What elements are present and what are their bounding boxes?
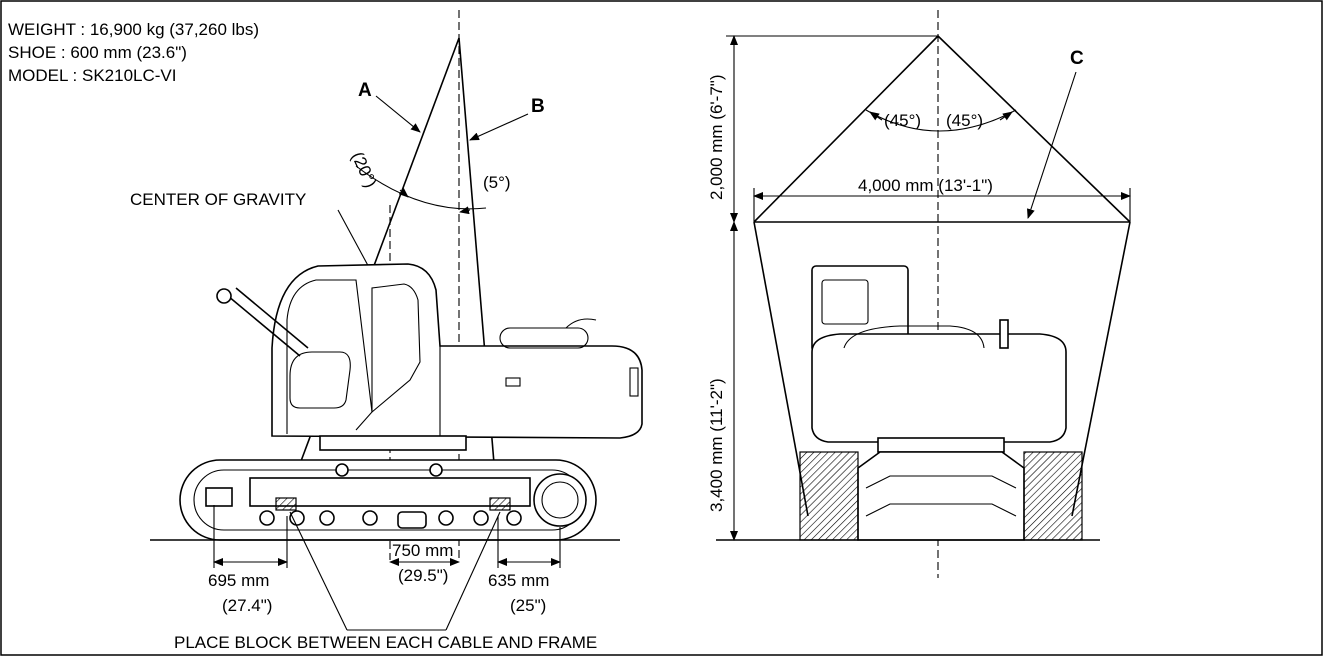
front-body <box>811 333 1067 443</box>
dim-center-in: (29.5") <box>398 566 448 585</box>
width-dim: 4,000 mm (13'-1") <box>858 176 993 195</box>
model-spec: MODEL : SK210LC-VI <box>8 66 177 85</box>
block-note: PLACE BLOCK BETWEEN EACH CABLE AND FRAME <box>174 633 597 652</box>
block-right <box>489 497 511 511</box>
dim-right-mm: 635 mm <box>488 571 549 590</box>
swing-ring <box>319 435 467 451</box>
dim-center-mm: 750 mm <box>392 541 453 560</box>
front-track-left <box>799 451 859 541</box>
front-view: (45°) (45°) 4,000 mm (13'-1") C 2,000 mm… <box>707 10 1131 578</box>
label-a: A <box>358 80 372 101</box>
dim-left-in: (27.4") <box>222 596 272 615</box>
angle-b-label: (5°) <box>483 173 511 192</box>
lifting-eye <box>216 288 232 304</box>
angle-right-label: (45°) <box>946 111 983 130</box>
track-frame <box>249 477 531 507</box>
dim-right-in: (25") <box>510 596 546 615</box>
engine-hood <box>499 327 589 349</box>
front-track-right <box>1023 451 1083 541</box>
angle-a-label: (20°) <box>348 149 381 191</box>
excavator-upper <box>271 263 643 439</box>
label-c: C <box>1070 48 1084 69</box>
height-top-dim: 2,000 mm (6'-7") <box>707 75 726 200</box>
height-bottom-dim: 3,400 mm (11'-2") <box>707 378 726 512</box>
block-left <box>275 497 297 511</box>
angle-left-label: (45°) <box>884 111 921 130</box>
side-view: (20°) (5°) A B CENTER OF GRAVITY <box>130 10 643 652</box>
label-b: B <box>531 96 545 117</box>
cog-label: CENTER OF GRAVITY <box>130 190 306 209</box>
shoe-spec: SHOE : 600 mm (23.6") <box>8 43 187 62</box>
angle-arc <box>355 165 487 210</box>
weight-spec: WEIGHT : 16,900 kg (37,260 lbs) <box>8 20 259 39</box>
front-undercarriage <box>857 451 1025 541</box>
dim-left-mm: 695 mm <box>208 571 269 590</box>
